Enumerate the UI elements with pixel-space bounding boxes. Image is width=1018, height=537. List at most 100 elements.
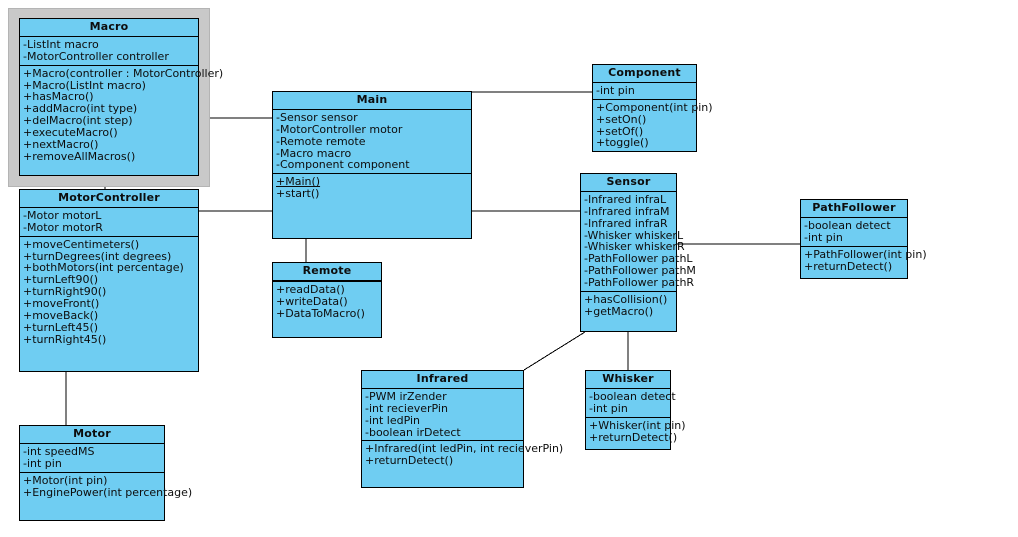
attribute-row: -Motor motorR <box>23 220 103 234</box>
operations-compartment-main: +Main()+start() <box>273 173 471 202</box>
class-name-macro: Macro <box>20 19 198 37</box>
operation-row: +setOn() <box>596 112 647 126</box>
operation-row: +DataToMacro() <box>276 306 365 320</box>
class-name-pathfollower: PathFollower <box>801 200 907 218</box>
attribute-row: -Infrared infraM <box>584 204 670 218</box>
operation-row: +bothMotors(int percentage) <box>23 261 184 275</box>
uml-class-component[interactable]: Component-int pin+Component(int pin)+set… <box>592 64 713 152</box>
operation-row: +Motor(int pin) <box>23 473 108 487</box>
association-sensor-to-infrared[interactable] <box>523 331 586 371</box>
attribute-row: -Infrared infraR <box>584 216 668 230</box>
class-name-infrared: Infrared <box>362 371 523 389</box>
class-name-motorcontroller: MotorController <box>20 190 198 208</box>
attribute-row: -int speedMS <box>23 444 95 458</box>
attribute-row: -PathFollower pathM <box>584 264 696 278</box>
operation-row: +executeMacro() <box>23 126 118 140</box>
operations-compartment-macro: +Macro(controller : MotorController)+Mac… <box>20 64 223 165</box>
attributes-compartment-macro: -ListInt macro-MotorController controlle… <box>20 37 198 65</box>
operation-row: +hasCollision() <box>584 293 668 307</box>
class-name-sensor: Sensor <box>581 174 676 192</box>
uml-class-infrared[interactable]: Infrared-PWM irZender-int recieverPin-in… <box>361 370 564 488</box>
operations-compartment-remote: +readData()+writeData()+DataToMacro() <box>273 280 381 322</box>
operation-row: +EnginePower(int percentage) <box>23 485 193 499</box>
operation-row: +returnDetect() <box>365 454 454 468</box>
attribute-row: -PWM irZender <box>365 389 447 403</box>
attributes-compartment-component: -int pin <box>593 83 696 99</box>
operations-compartment-component: +Component(int pin)+setOn()+setOf()+togg… <box>593 98 713 152</box>
attribute-row: -PathFollower pathL <box>584 252 693 266</box>
attribute-row: -int pin <box>596 83 635 97</box>
attributes-compartment-pathfollower: -boolean detect-int pin <box>801 218 907 246</box>
operation-row: +Infrared(int ledPin, int recieverPin) <box>365 442 564 456</box>
uml-class-macro[interactable]: Macro-ListInt macro-MotorController cont… <box>19 18 223 176</box>
class-name-component: Component <box>593 65 696 83</box>
operation-row: +setOf() <box>596 124 644 138</box>
operation-row: +Component(int pin) <box>596 100 713 114</box>
attribute-row: -Whisker whiskerL <box>584 228 684 242</box>
operation-row: +moveFront() <box>23 297 100 311</box>
class-name-whisker: Whisker <box>586 371 670 389</box>
attribute-row: -PathFollower pathR <box>584 276 695 290</box>
uml-class-motorcontroller[interactable]: MotorController-Motor motorL-Motor motor… <box>19 189 199 372</box>
attributes-compartment-motorcontroller: -Motor motorL-Motor motorR <box>20 208 198 236</box>
attributes-compartment-whisker: -boolean detect-int pin <box>586 389 676 417</box>
operation-row: +writeData() <box>276 294 348 308</box>
uml-class-main[interactable]: Main-Sensor sensor-MotorController motor… <box>272 91 472 239</box>
attribute-row: -boolean detect <box>589 389 676 403</box>
attribute-row: -boolean detect <box>804 218 891 232</box>
operation-row: +turnRight45() <box>23 332 107 346</box>
attribute-row: -boolean irDetect <box>365 425 461 439</box>
operation-row: +returnDetect() <box>589 430 678 444</box>
attribute-row: -Whisker whiskerR <box>584 240 685 254</box>
operation-row: +PathFollower(int pin) <box>804 247 927 261</box>
attributes-compartment-infrared: -PWM irZender-int recieverPin-int ledPin… <box>362 389 523 441</box>
operations-compartment-infrared: +Infrared(int ledPin, int recieverPin)+r… <box>362 440 564 469</box>
operation-row: +turnRight90() <box>23 285 107 299</box>
attribute-row: -Remote remote <box>276 134 366 148</box>
operation-row: +removeAllMacros() <box>23 149 136 163</box>
attribute-row: -int recieverPin <box>365 401 448 415</box>
uml-class-motor[interactable]: Motor-int speedMS-int pin+Motor(int pin)… <box>19 425 193 521</box>
operation-row: +delMacro(int step) <box>23 114 133 128</box>
class-name-motor: Motor <box>20 426 164 444</box>
attribute-row: -int pin <box>589 401 628 415</box>
attribute-row: -Macro macro <box>276 146 352 160</box>
operation-row: +moveCentimeters() <box>23 237 140 251</box>
operations-compartment-sensor: +hasCollision()+getMacro() <box>581 291 676 320</box>
attribute-row: -MotorController controller <box>23 49 169 63</box>
attributes-compartment-main: -Sensor sensor-MotorController motor-Rem… <box>273 110 471 174</box>
operation-row: +moveBack() <box>23 309 99 323</box>
uml-class-pathfollower[interactable]: PathFollower-boolean detect-int pin+Path… <box>800 199 927 279</box>
attribute-row: -int pin <box>23 456 62 470</box>
attribute-row: -MotorController motor <box>276 122 403 136</box>
attribute-row: -Infrared infraL <box>584 192 667 206</box>
attributes-compartment-sensor: -Infrared infraL-Infrared infraM-Infrare… <box>581 192 696 291</box>
operation-row: +Main() <box>276 175 321 189</box>
attribute-row: -Component component <box>276 158 410 172</box>
attribute-row: -Motor motorL <box>23 208 102 222</box>
class-name-main: Main <box>273 92 471 110</box>
attributes-compartment-motor: -int speedMS-int pin <box>20 444 164 472</box>
operations-compartment-pathfollower: +PathFollower(int pin)+returnDetect() <box>801 245 927 275</box>
operation-row: +Macro(ListInt macro) <box>23 78 146 92</box>
operation-row: +nextMacro() <box>23 138 99 152</box>
uml-class-sensor[interactable]: Sensor-Infrared infraL-Infrared infraM-I… <box>580 173 696 332</box>
operation-row: +start() <box>276 187 320 201</box>
class-name-remote: Remote <box>273 263 381 281</box>
operations-compartment-motor: +Motor(int pin)+EnginePower(int percenta… <box>20 471 193 501</box>
attribute-row: -Sensor sensor <box>276 110 358 124</box>
operations-compartment-motorcontroller: +moveCentimeters()+turnDegrees(int degre… <box>20 235 198 348</box>
operation-row: +turnLeft90() <box>23 273 99 287</box>
uml-class-remote[interactable]: Remote+readData()+writeData()+DataToMacr… <box>272 262 382 338</box>
operation-row: +hasMacro() <box>23 90 94 104</box>
operation-row: +turnLeft45() <box>23 320 99 334</box>
operation-row: +turnDegrees(int degrees) <box>23 249 172 263</box>
operation-row: +Whisker(int pin) <box>589 418 686 432</box>
operation-row: +toggle() <box>596 136 649 150</box>
operation-row: +readData() <box>276 282 345 296</box>
uml-class-whisker[interactable]: Whisker-boolean detect-int pin+Whisker(i… <box>585 370 686 450</box>
attribute-row: -int pin <box>804 230 843 244</box>
operation-row: +returnDetect() <box>804 259 893 273</box>
